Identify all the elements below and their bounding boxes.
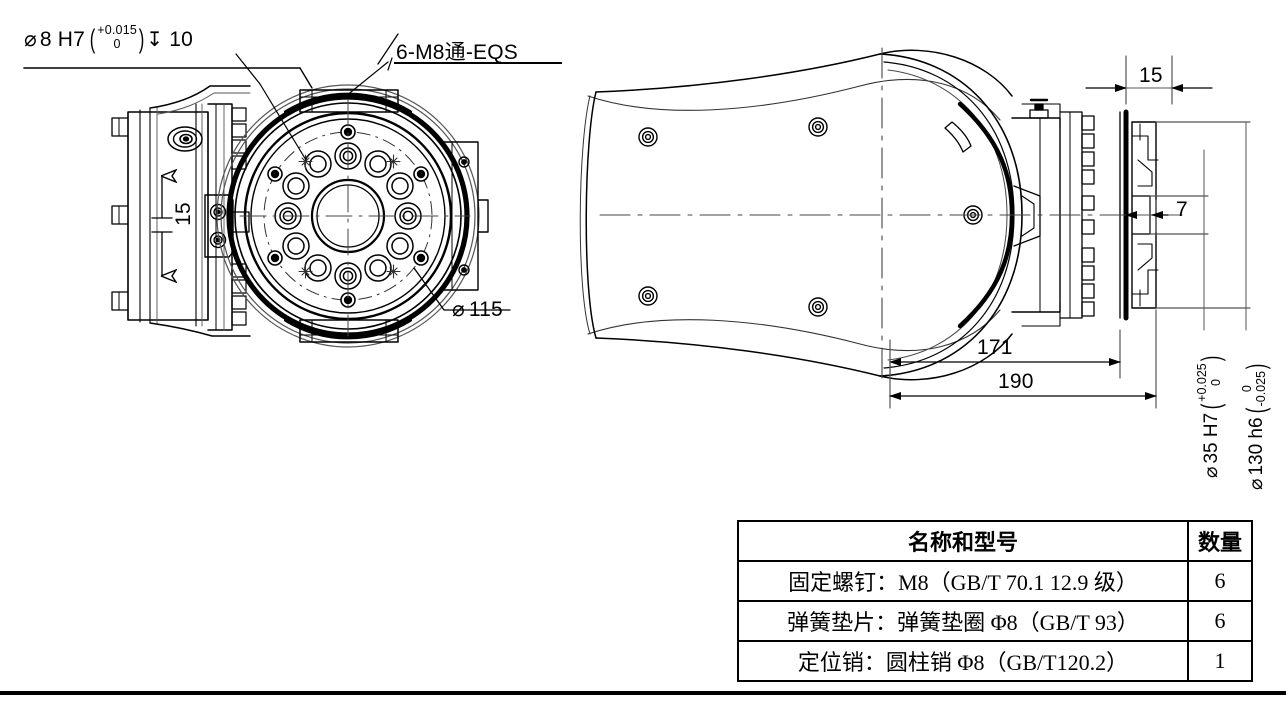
- m8-hole: [267, 166, 283, 182]
- bolt-hole: [282, 172, 310, 200]
- bolt-circle-value: 115: [468, 298, 503, 321]
- part-qty: 1: [1187, 640, 1253, 682]
- m8-hole: [413, 250, 429, 266]
- m8-hole: [267, 250, 283, 266]
- cover-screw: [808, 297, 828, 317]
- part-name: 定位销：圆柱销 Φ8（GB/T120.2）: [737, 640, 1189, 682]
- flange-height-value: 15: [171, 202, 195, 226]
- dim-15-label: 15: [1139, 64, 1163, 88]
- hole-tol-upper: +0.015: [97, 23, 138, 38]
- part-name: 固定螺钉：M8（GB/T 70.1 12.9 级）: [737, 560, 1189, 602]
- table-row: 弹簧垫片：弹簧垫圈 Φ8（GB/T 93） 6: [737, 600, 1253, 642]
- diameter-symbol: ⌀: [1246, 478, 1267, 490]
- table-row: 固定螺钉：M8（GB/T 70.1 12.9 级） 6: [737, 560, 1253, 602]
- depth-symbol: ↧: [146, 29, 164, 51]
- pilot-bore-size: 35: [1200, 442, 1222, 464]
- flange-height-label: 15: [172, 202, 196, 226]
- bolt-hole: [386, 172, 414, 200]
- diameter-symbol: ⌀: [24, 28, 37, 51]
- bolt-hole: [304, 150, 332, 178]
- hole-fit: H7: [57, 27, 86, 51]
- dimension-lines: [889, 55, 1251, 409]
- m8-hole: [413, 166, 429, 182]
- bolt-hole: [282, 232, 310, 260]
- dim-171-label: 171: [977, 336, 1013, 360]
- dim-190-value: 190: [998, 370, 1034, 393]
- part-name: 弹簧垫片：弹簧垫圈 Φ8（GB/T 93）: [737, 600, 1189, 642]
- dim-7-label: 7: [1176, 198, 1188, 222]
- bolt-hole: [364, 254, 392, 282]
- hole-depth: 10: [169, 27, 193, 51]
- outer-diameter-tol-upper: 0: [1240, 385, 1255, 393]
- table-row: 定位销：圆柱销 Φ8（GB/T120.2） 1: [737, 640, 1253, 682]
- part-qty: 6: [1187, 600, 1253, 642]
- diameter-symbol: ⌀: [452, 298, 465, 321]
- parts-table: 名称和型号 数量 固定螺钉：M8（GB/T 70.1 12.9 级） 6 弹簧垫…: [737, 520, 1253, 682]
- thread-callout-text: 6-M8通-EQS: [396, 41, 518, 64]
- pilot-bore-fit: H7: [1200, 412, 1222, 438]
- bolt-hole: [364, 150, 392, 178]
- outer-diameter-label: ⌀130 h6(0-0.025): [1240, 363, 1271, 490]
- table-header-row: 名称和型号 数量: [737, 520, 1253, 562]
- part-qty: 6: [1187, 560, 1253, 602]
- pilot-bore-tol-upper: +0.025: [1195, 363, 1210, 402]
- pilot-bore-tol-lower: 0: [1208, 379, 1223, 387]
- hole-tol-lower: 0: [113, 36, 121, 51]
- hole-size: 8: [39, 27, 52, 51]
- outer-diameter-size: 130: [1245, 443, 1267, 476]
- table-header-name: 名称和型号: [737, 520, 1189, 562]
- bolt-hole: [386, 232, 414, 260]
- m8-hole: [340, 124, 356, 140]
- top-view: [579, 47, 1181, 383]
- outer-diameter-tol-lower: -0.025: [1253, 370, 1268, 407]
- page-border-bottom: [0, 691, 1286, 695]
- table-header-qty: 数量: [1187, 520, 1253, 562]
- dim-171-value: 171: [977, 336, 1013, 359]
- thread-callout-underline: [394, 62, 562, 64]
- dim-15-value: 15: [1139, 64, 1163, 87]
- cover-screw: [638, 127, 658, 147]
- bolt-circle-label: ⌀115: [452, 297, 503, 322]
- diameter-symbol: ⌀: [1201, 466, 1222, 478]
- thread-callout: 6-M8通-EQS: [396, 36, 518, 66]
- dim-190-label: 190: [998, 370, 1034, 394]
- cover-screw: [808, 117, 828, 137]
- front-view: [23, 33, 511, 348]
- dim-7-value: 7: [1176, 198, 1188, 221]
- cover-screw: [638, 286, 658, 306]
- outer-diameter-fit: h6: [1245, 417, 1267, 439]
